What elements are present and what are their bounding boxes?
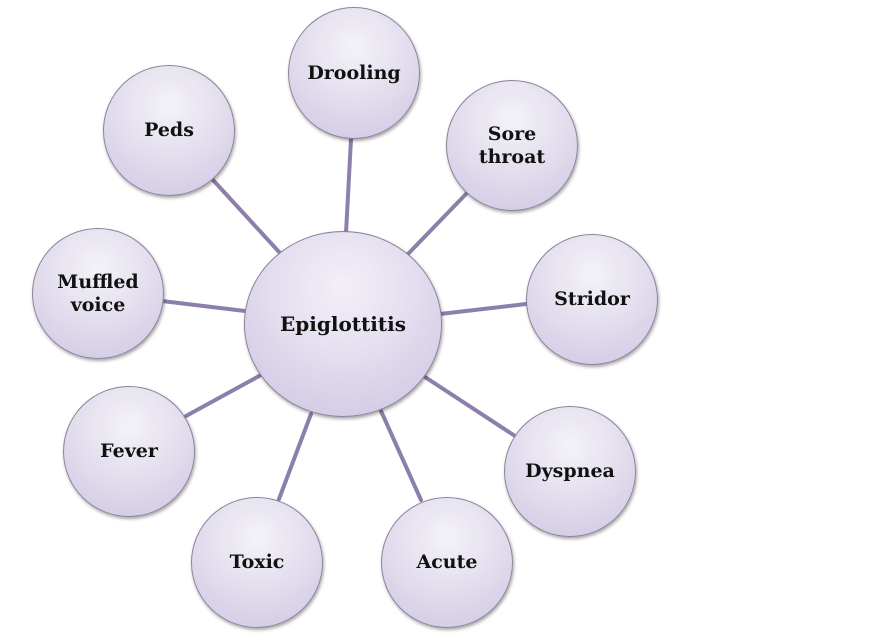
- node-label: Toxic: [229, 551, 285, 573]
- connector-dyspnea: [423, 375, 517, 438]
- connector-toxic: [277, 412, 313, 501]
- node-dyspnea: Dyspnea: [504, 406, 636, 537]
- node-peds: Peds: [103, 65, 235, 196]
- node-fever: Fever: [63, 386, 195, 517]
- connector-peds: [211, 178, 282, 255]
- connector-acute: [379, 409, 423, 502]
- node-stridor: Stridor: [526, 234, 658, 365]
- node-label: Sore throat: [478, 122, 546, 168]
- connector-drooling: [344, 137, 353, 235]
- node-label: Fever: [100, 440, 158, 462]
- node-label: Peds: [144, 119, 194, 141]
- node-label: Drooling: [307, 61, 401, 84]
- central-node-label: Epiglottitis: [280, 311, 406, 336]
- node-label: Dyspnea: [525, 460, 615, 482]
- node-sore-throat: Sore throat: [446, 80, 578, 211]
- connector-muffled-voice: [160, 299, 247, 313]
- central-node-epiglottitis: Epiglottitis: [244, 231, 442, 417]
- connector-stridor: [438, 302, 528, 316]
- node-drooling: Drooling: [288, 7, 420, 139]
- node-label: Acute: [416, 551, 478, 573]
- node-acute: Acute: [381, 497, 513, 628]
- node-muffled-voice: Muffled voice: [32, 228, 164, 359]
- node-label: Stridor: [554, 288, 630, 310]
- connector-fever: [184, 373, 263, 418]
- node-toxic: Toxic: [191, 497, 323, 628]
- connector-sore-throat: [405, 192, 468, 257]
- node-label: Muffled voice: [57, 270, 139, 316]
